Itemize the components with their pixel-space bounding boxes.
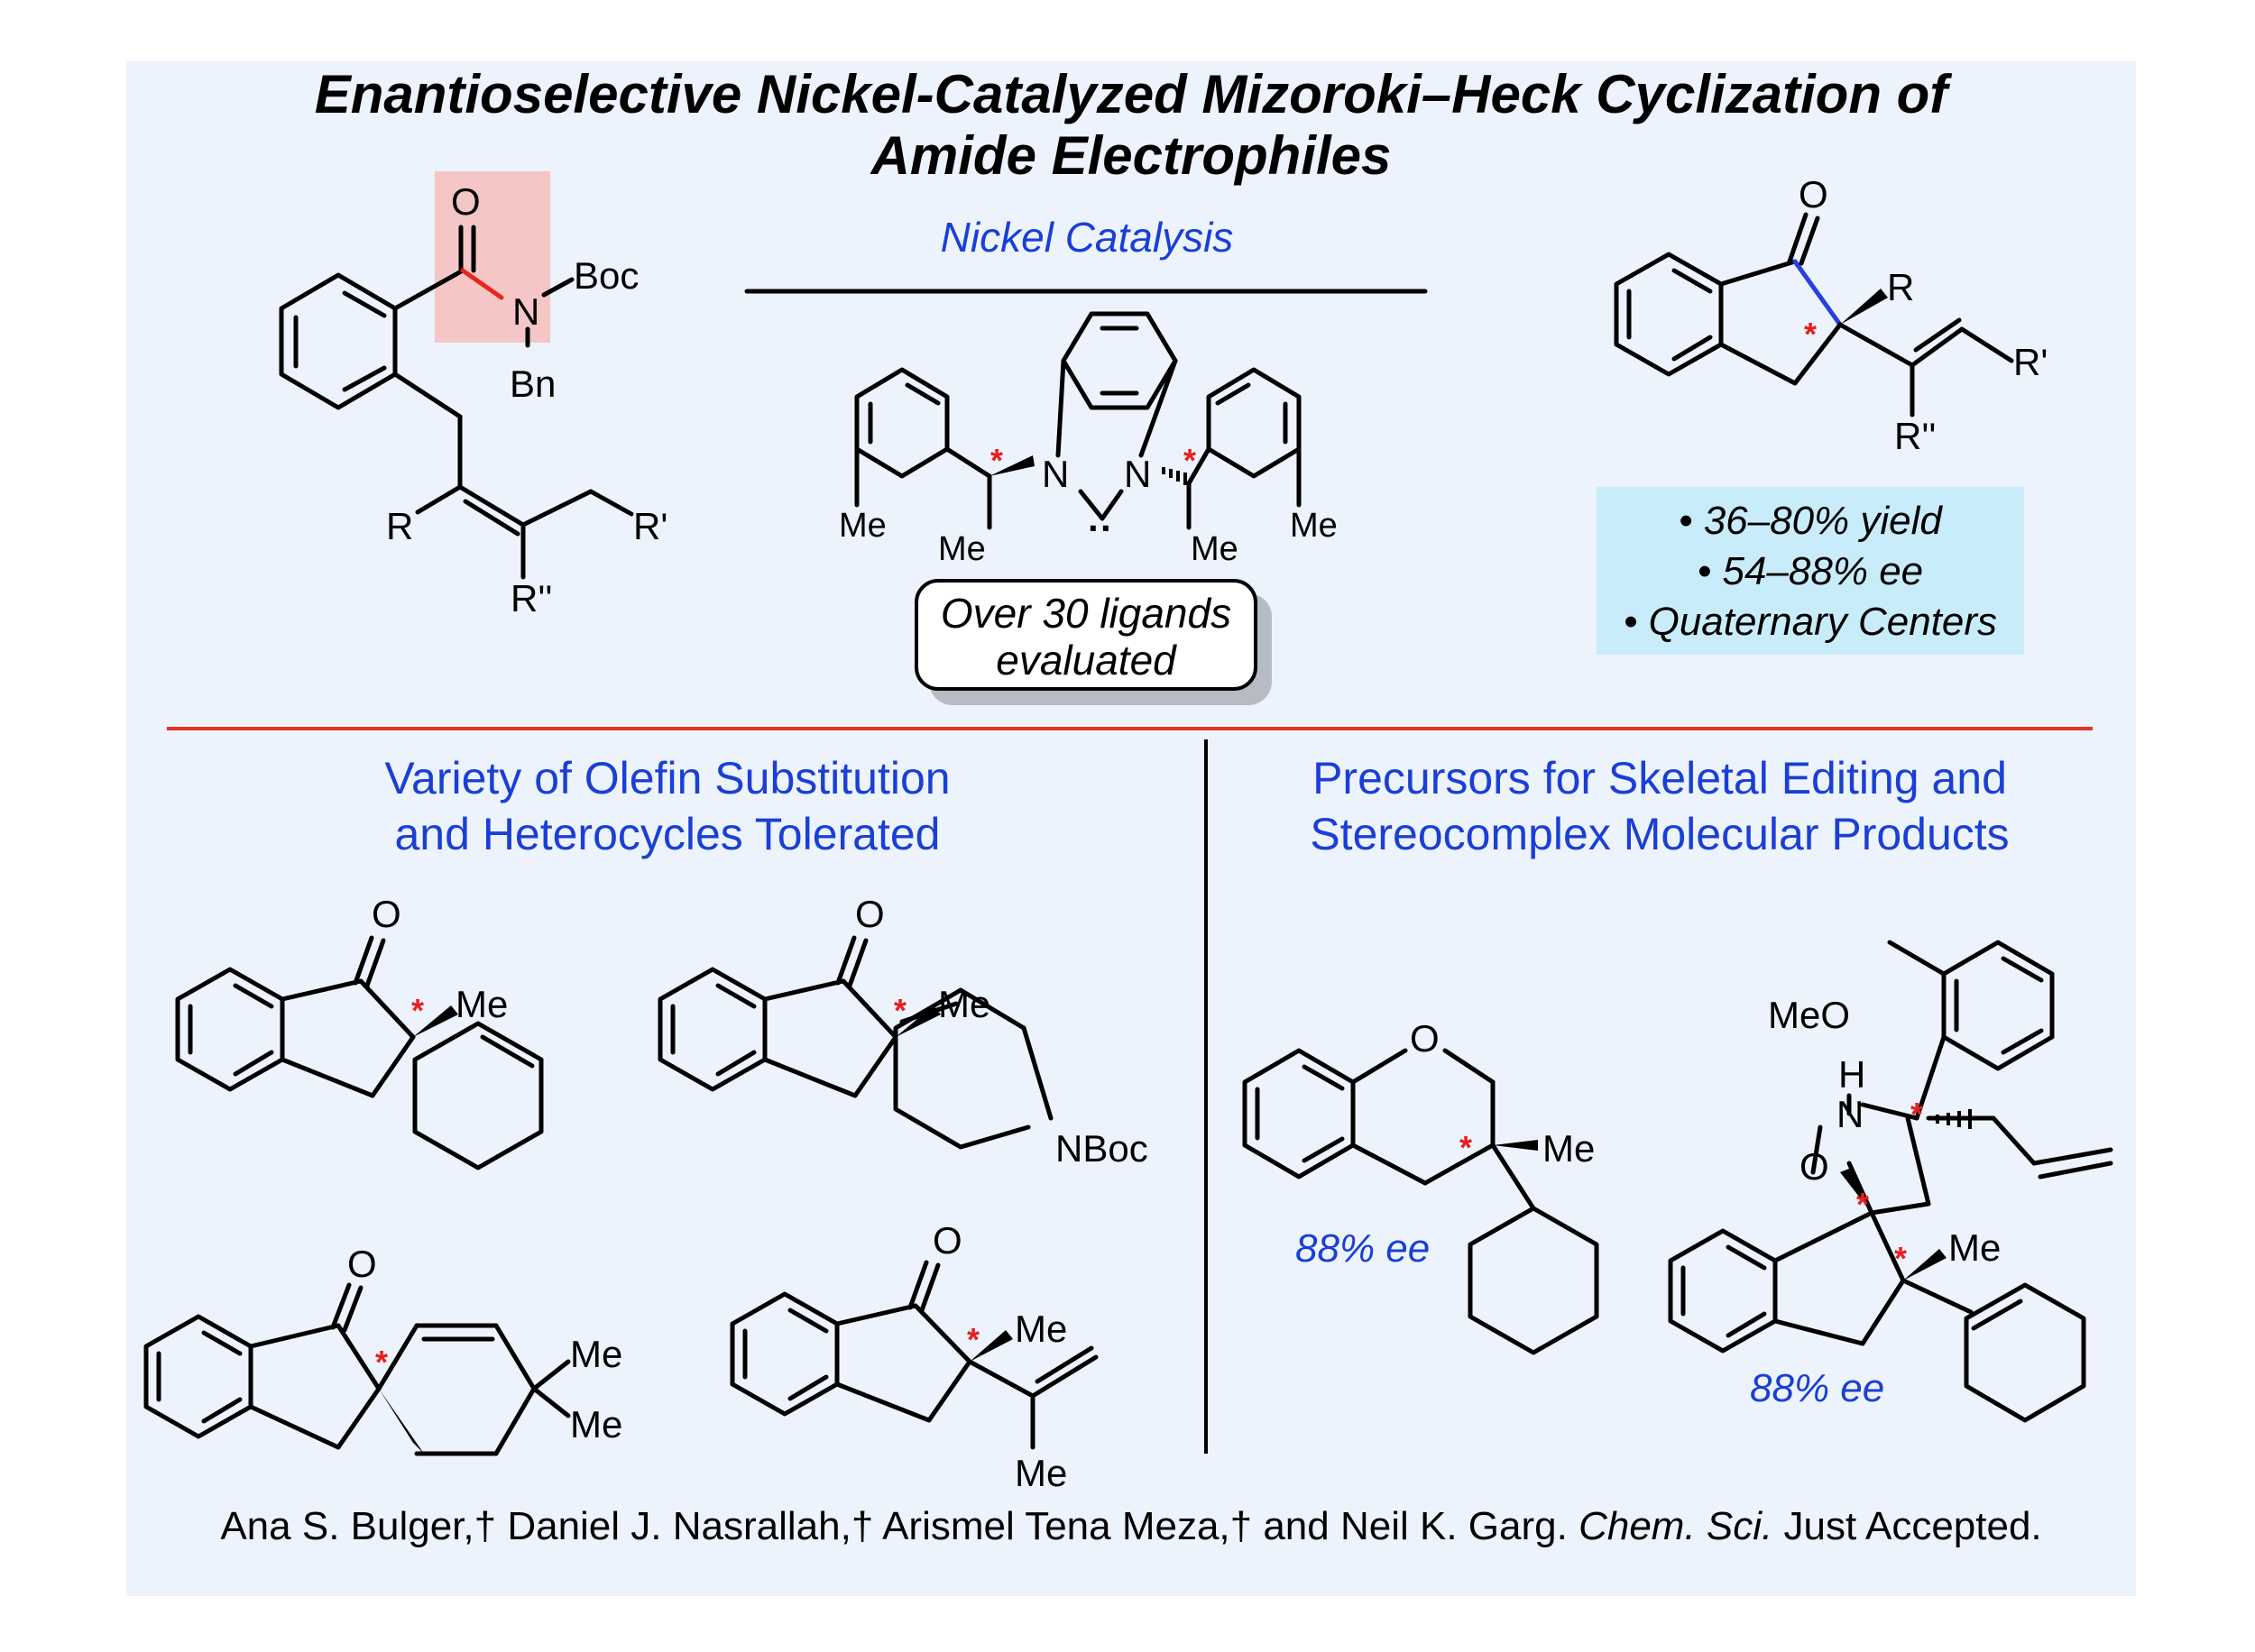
substrate-r-label: R	[386, 505, 414, 547]
ligand-me-stereo-left: Me	[938, 530, 986, 568]
compound-cyclohexenyl	[175, 935, 544, 1170]
chroman-o-label: O	[1410, 1017, 1440, 1060]
c4-me-label-b: Me	[1015, 1452, 1068, 1494]
compound-spiro	[143, 1282, 571, 1456]
substrate-o-label: O	[451, 180, 481, 223]
substrate-n-label: N	[512, 290, 540, 333]
substrate-rdprime-label: R''	[511, 577, 553, 620]
c3-me-label-b: Me	[570, 1403, 623, 1446]
isoxazolidine-wedge	[1903, 1249, 1947, 1280]
substrate-structure	[279, 225, 634, 580]
ligand-me-stereo-right: Me	[1191, 530, 1238, 568]
substrate-rprime-label: R'	[633, 505, 668, 547]
ligand-structure	[854, 311, 1302, 530]
stereo-star-c2: *	[894, 992, 907, 1029]
c2-nboc-label: NBoc	[1055, 1127, 1148, 1170]
result-quaternary: • Quaternary Centers	[1623, 600, 1998, 644]
compound-tetrahydropyridinyl	[658, 935, 1054, 1150]
ee-right: 88% ee	[1750, 1366, 1885, 1410]
meo-label: MeO	[1768, 994, 1851, 1036]
stereo-star-ligand-left: *	[990, 442, 1004, 479]
result-yield: • 36–80% yield	[1679, 499, 1942, 543]
isoxazolidine-o-label: O	[1799, 1145, 1829, 1188]
stereo-star-quaternary: *	[1910, 1096, 1924, 1133]
stereo-star-spiro: *	[1856, 1186, 1870, 1223]
right-heading-line-1: Precursors for Skeletal Editing and	[1312, 753, 2007, 803]
ligand-note-line-1: Over 30 ligands	[940, 590, 1232, 637]
c4-o-label: O	[933, 1219, 962, 1262]
compound-isopropenyl	[730, 1260, 1099, 1450]
condition-label: Nickel Catalysis	[940, 214, 1234, 261]
compound2-wedge	[896, 1005, 941, 1037]
spiro-wedge	[379, 1389, 424, 1454]
substrate-boc-label: Boc	[574, 254, 640, 297]
title-line-2: Amide Electrophiles	[870, 125, 1392, 186]
ligand-me-ring-right: Me	[1290, 507, 1338, 545]
ligand-note-box: Over 30 ligands evaluated	[915, 579, 1257, 691]
ligand-note-line-2: evaluated	[996, 637, 1176, 684]
isoxazolidine-me-label: Me	[1948, 1226, 2002, 1269]
left-heading-line-1: Variety of Olefin Substitution	[384, 753, 951, 803]
c2-o-label: O	[855, 893, 885, 935]
c2-me-label: Me	[938, 983, 991, 1025]
ligand-wedge-left	[989, 455, 1035, 476]
product-rdprime-label: R''	[1894, 415, 1937, 457]
compound-isoxazolidine	[1668, 940, 2113, 1423]
journal-name: Chem. Sci.	[1578, 1504, 1773, 1548]
c1-o-label: O	[372, 893, 401, 935]
substrate-bn-label: Bn	[510, 363, 557, 405]
amide-highlight	[435, 171, 550, 343]
chroman-wedge	[1493, 1140, 1538, 1151]
stereo-star-ligand-right: *	[1183, 442, 1197, 479]
stereo-star-c1: *	[411, 992, 425, 1029]
stereo-star-c4: *	[967, 1321, 980, 1358]
ligand-me-ring-left: Me	[839, 507, 887, 545]
c1-me-label: Me	[456, 983, 509, 1025]
stereo-star-product: *	[1804, 316, 1818, 353]
product-o-label: O	[1799, 173, 1828, 216]
product-structure	[1614, 212, 2014, 418]
c4-me-label-a: Me	[1015, 1308, 1068, 1350]
right-heading-line-2: Stereocomplex Molecular Products	[1310, 809, 2010, 859]
left-heading-line-2: and Heterocycles Tolerated	[394, 809, 941, 859]
ee-left: 88% ee	[1295, 1226, 1431, 1271]
author-names: Ana S. Bulger,† Daniel J. Nasrallah,† Ar…	[220, 1504, 1568, 1548]
product-rprime-label: R'	[2013, 341, 2048, 383]
compound-chroman	[1242, 1048, 1599, 1355]
product-r-label: R	[1887, 266, 1915, 308]
ligand-n1-label: N	[1042, 453, 1070, 495]
stereo-star-chroman: *	[1459, 1129, 1473, 1166]
author-line: Ana S. Bulger,† Daniel J. Nasrallah,† Ar…	[126, 1504, 2136, 1549]
stereo-star-indanone: *	[1894, 1240, 1908, 1277]
product-wedge	[1840, 289, 1888, 325]
result-ee: • 54–88% ee	[1697, 549, 1924, 593]
c3-me-label-a: Me	[570, 1333, 623, 1375]
nh-n-label: N	[1836, 1093, 1864, 1135]
publication-status: Just Accepted.	[1783, 1504, 2042, 1548]
stereo-star-c3: *	[375, 1344, 389, 1381]
compound1-wedge	[413, 1005, 458, 1037]
carbene-dots: ··	[1088, 507, 1113, 549]
title-line-1: Enantioselective Nickel-Catalyzed Mizoro…	[314, 64, 1948, 124]
ligand-hash-right	[1162, 467, 1187, 485]
isopropenyl-wedge	[970, 1330, 1013, 1362]
ligand-n2-label: N	[1124, 453, 1152, 495]
isoxazolidine-hash	[1936, 1109, 1972, 1129]
chroman-me-label: Me	[1542, 1127, 1596, 1170]
results-box: • 36–80% yield • 54–88% ee • Quaternary …	[1597, 487, 2024, 655]
nh-h-label: H	[1838, 1053, 1866, 1096]
spiro-o-wedge	[1840, 1169, 1872, 1213]
c3-o-label: O	[347, 1243, 377, 1285]
